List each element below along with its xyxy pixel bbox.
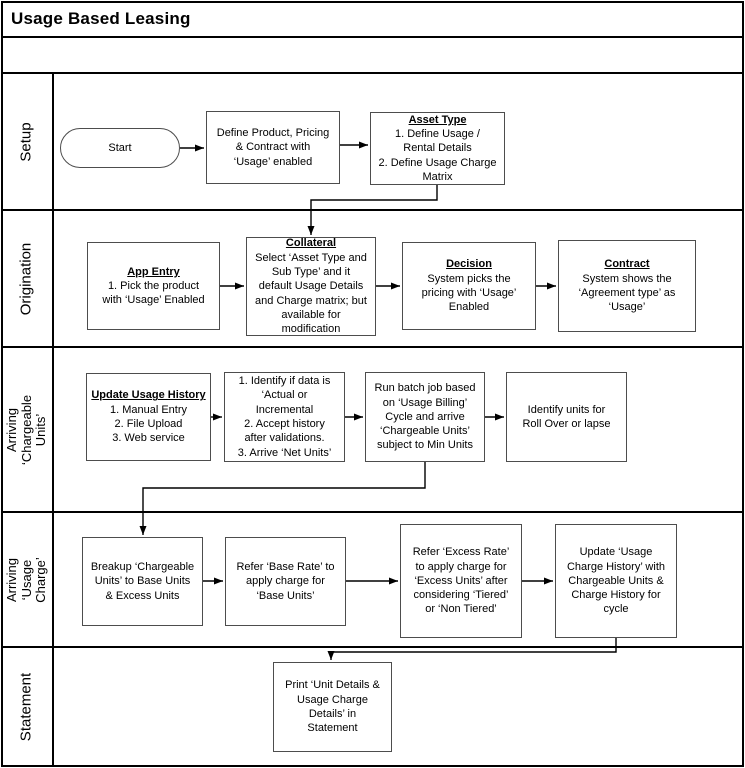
- node-breakup-text: Breakup ‘Chargeable Units’ to Base Units…: [90, 561, 195, 602]
- node-asset-type: Asset Type 1. Define Usage / Rental Deta…: [370, 112, 505, 185]
- node-collateral: Collateral Select ‘Asset Type and Sub Ty…: [246, 237, 376, 336]
- node-identify-data-text: 1. Identify if data is ‘Actual or Increm…: [237, 375, 332, 459]
- connector-update-charge-history-to-print-statement: [327, 638, 617, 660]
- node-update-usage-history-text: 1. Manual Entry 2. File Upload 3. Web se…: [109, 403, 188, 445]
- divider-chargeable-usagecharge: [2, 511, 743, 513]
- node-run-batch: Run batch job based on ‘Usage Billing’ C…: [365, 372, 485, 462]
- node-start: Start: [60, 128, 180, 168]
- node-update-charge-history: Update ‘Usage Charge History’ with Charg…: [555, 524, 677, 638]
- node-asset-type-text: 1. Define Usage / Rental Details 2. Defi…: [378, 128, 497, 183]
- node-collateral-title: Collateral: [285, 237, 337, 250]
- node-base-rate-text: Refer ‘Base Rate’ to apply charge for ‘B…: [236, 561, 335, 602]
- node-excess-rate-text: Refer ‘Excess Rate’ to apply charge for …: [412, 546, 510, 616]
- node-update-usage-history: Update Usage History 1. Manual Entry 2. …: [86, 373, 211, 461]
- node-update-charge-history-text: Update ‘Usage Charge History’ with Charg…: [566, 546, 665, 616]
- page-title-text: Usage Based Leasing: [11, 9, 191, 28]
- node-identify-units: Identify units for Roll Over or lapse: [506, 372, 627, 462]
- connector-asset-type-to-collateral: [307, 185, 438, 235]
- node-contract: Contract System shows the ‘Agreement typ…: [558, 240, 696, 332]
- node-update-usage-history-title: Update Usage History: [91, 389, 206, 402]
- node-app-entry-text: 1. Pick the product with ‘Usage’ Enabled: [102, 279, 205, 307]
- page-title: Usage Based Leasing: [2, 2, 743, 36]
- node-base-rate: Refer ‘Base Rate’ to apply charge for ‘B…: [225, 537, 346, 626]
- node-contract-text: System shows the ‘Agreement type’ as ‘Us…: [578, 272, 676, 314]
- node-app-entry-title: App Entry: [127, 265, 180, 278]
- node-app-entry: App Entry 1. Pick the product with ‘Usag…: [87, 242, 220, 330]
- node-excess-rate: Refer ‘Excess Rate’ to apply charge for …: [400, 524, 522, 638]
- node-asset-type-title: Asset Type: [408, 113, 467, 126]
- node-define-product: Define Product, Pricing & Contract with …: [206, 111, 340, 184]
- node-breakup: Breakup ‘Chargeable Units’ to Base Units…: [82, 537, 203, 626]
- divider-title-row: [2, 36, 743, 38]
- connector-run-batch-to-breakup: [139, 462, 426, 535]
- node-decision: Decision System picks the pricing with ‘…: [402, 242, 536, 330]
- divider-origination-chargeable: [2, 346, 743, 348]
- divider-setup-origination: [2, 209, 743, 211]
- divider-usagecharge-statement: [2, 646, 743, 648]
- node-collateral-text: Select ‘Asset Type and Sub Type’ and it …: [255, 251, 367, 336]
- node-contract-title: Contract: [604, 258, 650, 271]
- node-identify-data: 1. Identify if data is ‘Actual or Increm…: [224, 372, 345, 462]
- lane-label-column-divider: [52, 72, 54, 766]
- node-start-label: Start: [108, 141, 132, 154]
- node-print-statement: Print ‘Unit Details & Usage Charge Detai…: [273, 662, 392, 752]
- node-print-statement-text: Print ‘Unit Details & Usage Charge Detai…: [285, 679, 380, 735]
- node-run-batch-text: Run batch job based on ‘Usage Billing’ C…: [374, 382, 476, 452]
- node-decision-text: System picks the pricing with ‘Usage’ En…: [421, 272, 517, 314]
- node-define-product-text: Define Product, Pricing & Contract with …: [216, 127, 330, 168]
- divider-empty-row: [2, 72, 743, 74]
- node-identify-units-text: Identify units for Roll Over or lapse: [522, 403, 611, 430]
- node-decision-title: Decision: [446, 258, 492, 271]
